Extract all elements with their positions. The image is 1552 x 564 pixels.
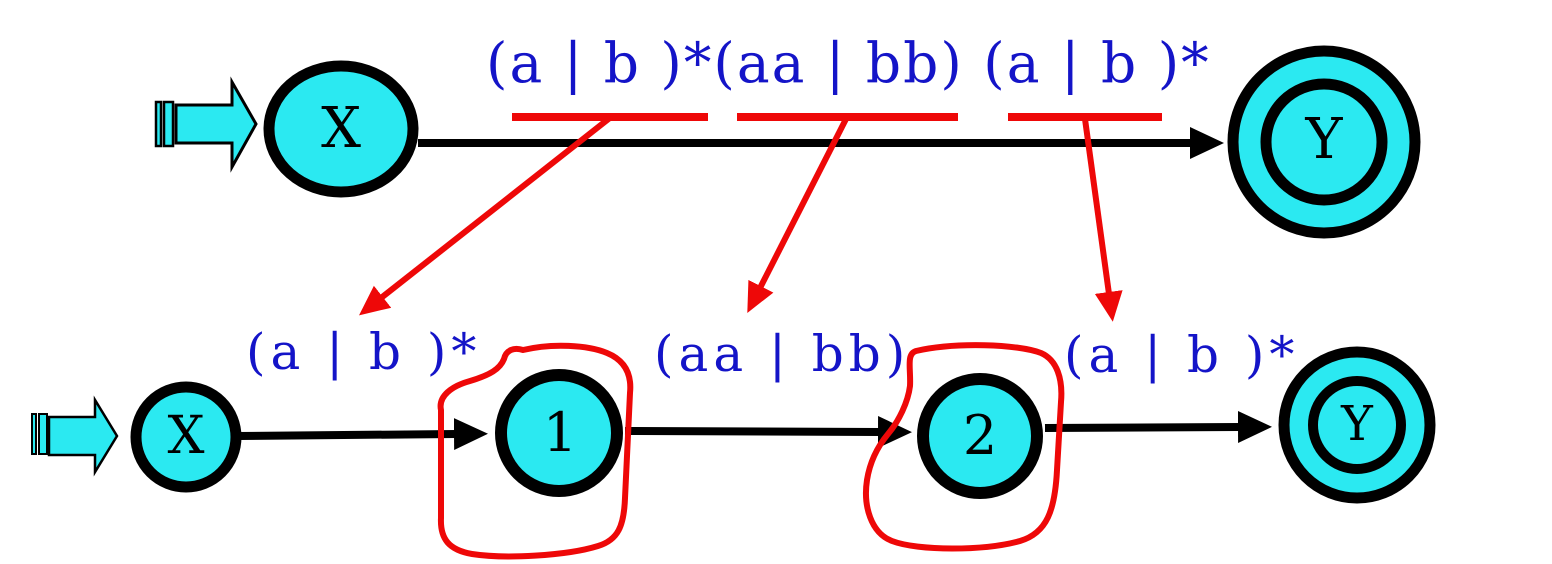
state-node-2: [917, 373, 1043, 499]
transition-arrow-2-y: [1044, 411, 1272, 444]
start-pointer-icon-bottom: [31, 395, 119, 477]
start-pointer-icon-top: [154, 76, 258, 173]
transition-label-a-b-star-2: (a | b )*: [1064, 326, 1300, 384]
state-label-1: 1: [542, 400, 578, 464]
transition-arrow-x-1: [237, 418, 488, 451]
state-node-x-top: [263, 60, 419, 198]
highlight-loop-state-2: [863, 342, 1065, 552]
mapping-arrow-3: [1082, 118, 1123, 322]
state-label-2: 2: [962, 403, 998, 467]
mapping-arrow-2: [747, 117, 849, 313]
transition-arrow-1-2: [624, 415, 912, 448]
state-label-y-bottom: Y: [1341, 396, 1373, 453]
state-node-y-top: [1227, 45, 1421, 239]
state-label-x-bottom: X: [167, 405, 205, 466]
mapping-arrow-1: [358, 114, 613, 316]
state-node-x-bottom: [130, 381, 242, 493]
regex-label-top: (a | b )*(aa | bb) (a | b )*: [486, 31, 1211, 95]
transition-label-aa-bb: (aa | bb): [654, 325, 911, 383]
state-label-y-top: Y: [1305, 106, 1343, 172]
highlight-loop-state-1: [437, 342, 634, 560]
state-label-x-top: X: [321, 95, 361, 161]
state-node-y-bottom: [1278, 346, 1436, 504]
state-node-1: [495, 369, 623, 497]
transition-label-a-b-star-1: (a | b )*: [246, 323, 482, 381]
